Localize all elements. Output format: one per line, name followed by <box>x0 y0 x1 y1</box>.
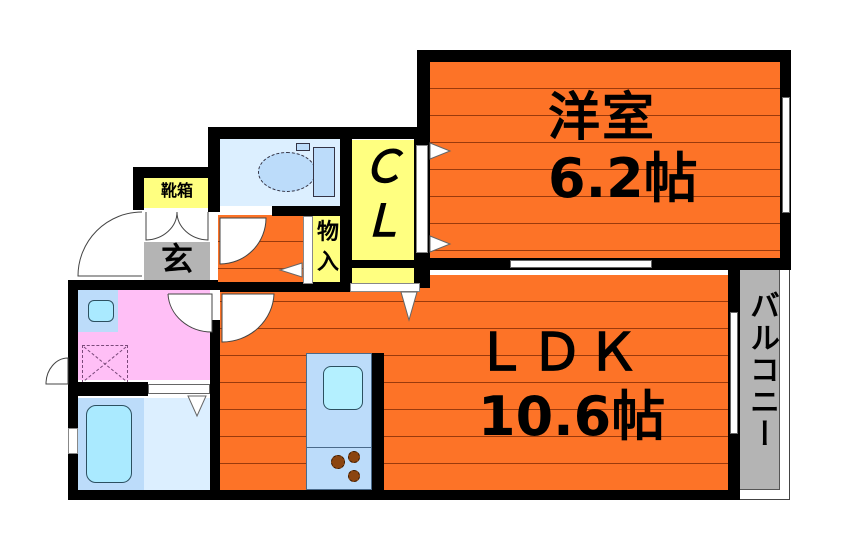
closet-lower-strip <box>350 268 414 283</box>
stove-burner-icon <box>348 451 360 463</box>
wall <box>133 167 144 210</box>
washroom-outer-door-icon <box>45 357 69 385</box>
wall <box>417 50 430 140</box>
arrow-marker-icon <box>278 262 303 278</box>
storage-floor <box>313 216 343 284</box>
toilet-door-swing-icon <box>219 217 267 265</box>
closet-lower-door[interactable] <box>350 283 420 292</box>
wall <box>68 382 148 396</box>
toilet-paper-icon <box>296 143 310 151</box>
western-room-floor <box>430 62 780 260</box>
arrow-marker-icon <box>187 395 207 418</box>
closet-floor <box>350 140 414 262</box>
wall <box>208 127 430 139</box>
stove-divider <box>306 447 372 448</box>
wall <box>350 260 414 268</box>
wall <box>68 280 218 290</box>
wash-basin-icon <box>88 300 114 322</box>
entrance-label: 玄 <box>160 240 193 278</box>
bathtub-icon <box>86 405 132 483</box>
bath-door[interactable] <box>148 384 210 394</box>
closet-label: Ｌ <box>360 196 404 247</box>
toilet-tank-icon <box>313 147 335 197</box>
wall <box>210 320 220 495</box>
window <box>782 97 790 213</box>
ldk-floor <box>220 275 730 490</box>
arrow-marker-icon <box>400 291 418 322</box>
shoebox-door-swing-icon <box>145 211 209 241</box>
balcony-window <box>730 312 738 434</box>
wall <box>218 282 348 292</box>
ldk-door-swing-icon <box>221 293 275 343</box>
entrance-floor <box>144 240 210 280</box>
wall <box>133 167 220 178</box>
storage-label: 入 <box>316 250 339 275</box>
bath-window <box>68 428 78 454</box>
wall <box>272 206 350 216</box>
stove-burner-icon <box>348 470 360 482</box>
shoe-box-label: 靴箱 <box>160 181 193 200</box>
closet-label: Ｃ <box>360 142 404 193</box>
ldk-size: 10.6帖 <box>478 385 666 448</box>
closet-door[interactable] <box>416 145 428 253</box>
wall <box>68 490 738 500</box>
toilet-bowl-icon <box>258 152 316 192</box>
western-room-label: 洋室 <box>548 88 657 148</box>
wall <box>417 50 791 62</box>
shoe-box-area <box>144 178 210 208</box>
balcony-label: バルコニー <box>744 290 779 450</box>
ldk-label: ＬＤＫ <box>475 323 644 383</box>
storage-label: 物 <box>316 220 339 245</box>
washing-machine-cross-icon <box>83 346 127 382</box>
balcony-floor <box>740 268 780 490</box>
arrow-marker-icon <box>429 235 452 253</box>
kitchen-sink <box>323 366 363 410</box>
sliding-door[interactable] <box>510 260 652 268</box>
arrow-marker-icon <box>429 142 452 160</box>
washroom-door-swing-icon <box>167 293 213 333</box>
front-door-swing-icon <box>77 211 143 277</box>
storage-door[interactable] <box>303 216 313 284</box>
ldk-door-gap[interactable] <box>210 290 220 320</box>
western-room-size: 6.2帖 <box>548 147 698 210</box>
wall <box>372 353 384 493</box>
stove-burner-icon <box>331 455 345 469</box>
